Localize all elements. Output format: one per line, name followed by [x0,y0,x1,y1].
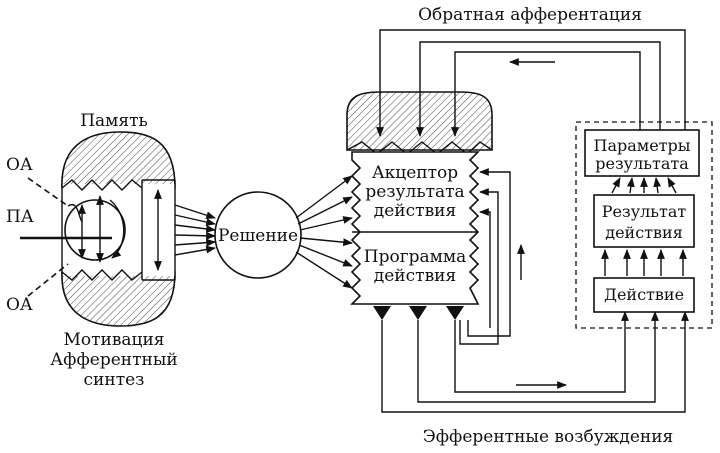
params-box [584,129,700,177]
internal-collateral-loops [459,168,525,345]
program-label-1: Программа [364,247,466,267]
feedback-loops [376,29,686,140]
motivation-cap [61,271,176,327]
decision-circle [214,191,302,279]
result-panel [575,121,713,329]
decision-label: Решение [218,226,298,246]
acceptor-program-box [350,151,480,320]
pa-label: ПА [6,207,34,227]
result-label-1: Результат [602,202,687,221]
acceptor-label-2: результата [365,182,464,202]
output-triangle-2 [409,306,427,320]
output-triangle-1 [373,306,391,320]
oa-top-line [27,177,69,207]
oa-bottom-label: ОА [6,295,33,315]
inner-circle [64,199,126,261]
decision-to-acceptor-arrows [295,175,353,289]
params-label-2: результата [595,154,689,173]
oa-bottom-line [27,263,69,297]
program-label-2: действия [374,266,456,286]
afferent-synthesis-block [20,131,176,327]
action-to-result-arrows [601,249,687,276]
action-box [593,277,695,313]
result-label-2: действия [605,223,683,242]
acceptor-label-3: действия [374,201,456,221]
feedback-label: Обратная афферентация [418,5,642,25]
acceptor-label-1: Акцептор [372,163,458,183]
memory-cap [61,131,176,189]
afferent-synthesis-label-2: синтез [84,370,145,390]
action-label: Действие [604,285,684,304]
oa-top-label: ОА [6,155,33,175]
efferent-label: Эфферентные возбуждения [423,427,674,447]
afferent-synthesis-label-1: Афферентный [50,350,177,370]
memory-label: Память [80,111,148,131]
result-box [593,194,695,248]
efferent-loops [381,311,689,413]
output-triangle-3 [446,306,464,320]
synthesis-to-decision-arrows [174,204,216,256]
params-label-1: Параметры [593,136,690,155]
result-to-params-arrows [611,177,677,194]
motivation-label: Мотивация [63,330,164,350]
